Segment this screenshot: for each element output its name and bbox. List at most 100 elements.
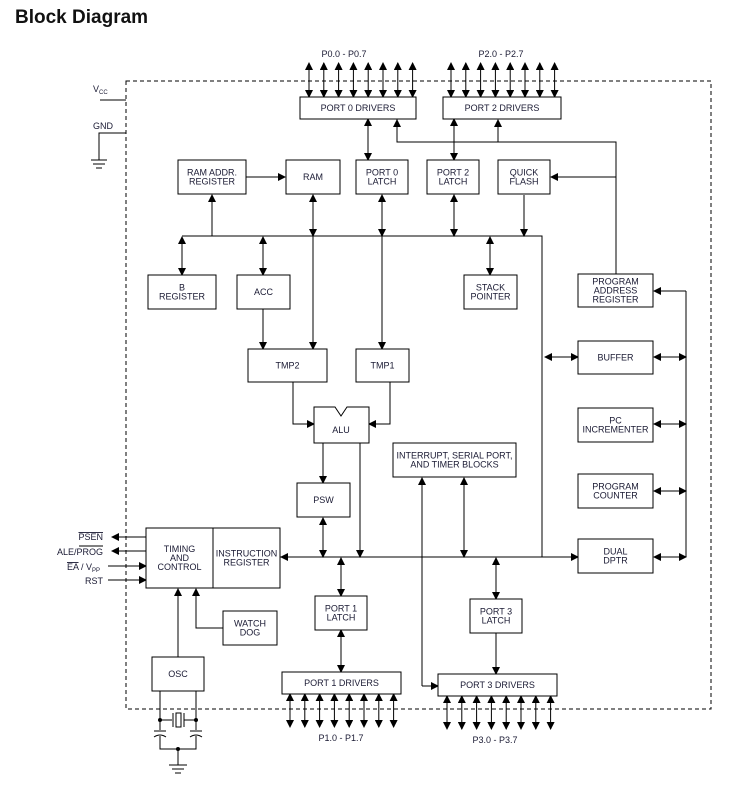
timing-control-label: AND [170, 553, 190, 563]
timing-control-box [145, 527, 214, 589]
interrupt-blocks-label: AND TIMER BLOCKS [410, 460, 498, 470]
port1-drivers-block: PORT 1 DRIVERS [281, 671, 402, 695]
tmp1-block: TMP1 [355, 348, 410, 383]
tmp2-alu [292, 382, 315, 428]
port2-latch-box [426, 159, 480, 195]
ram-addr-register-block: RAM ADDR.REGISTER [177, 159, 247, 195]
ram-addr-register-label: RAM ADDR. [187, 168, 237, 178]
p2-pins-label: P2.0 - P2.7 [478, 49, 523, 59]
buffer-box [577, 340, 654, 375]
p1-pins-label: P1.0 - P1.7 [318, 733, 363, 743]
osc-box [151, 656, 205, 692]
osc-block: OSC [151, 656, 205, 692]
b-register-box [147, 274, 217, 310]
tmp1-label: TMP1 [370, 361, 394, 371]
watch-dog-box [222, 610, 278, 646]
osc-label: OSC [168, 669, 188, 679]
ale-prog-pin-label: ALE/PROG [57, 547, 103, 557]
port0-drivers-label: PORT 0 DRIVERS [321, 103, 396, 113]
tmp2-block: TMP2 [247, 348, 328, 383]
port1-latch-box [314, 595, 368, 631]
port3-drivers-block: PORT 3 DRIVERS [437, 673, 558, 697]
dual-dptr-label: DPTR [603, 556, 628, 566]
watchdog-timing [192, 588, 223, 629]
port1-latch-label: LATCH [327, 613, 356, 623]
p0-pins-label: P0.0 - P0.7 [321, 49, 366, 59]
port0-drivers-block: PORT 0 DRIVERS [299, 96, 417, 120]
port2-latch-label: LATCH [439, 177, 468, 187]
port0-latch-label: LATCH [368, 177, 397, 187]
internal-bus [182, 235, 543, 557]
wires [91, 62, 687, 774]
watch-dog-label: WATCH [234, 619, 266, 629]
timing-control-label: CONTROL [157, 562, 201, 572]
psw-box [296, 482, 351, 518]
program-address-register-label: ADDRESS [594, 286, 638, 296]
capacitor-icon [153, 734, 167, 738]
ram-block: RAM [285, 159, 341, 195]
port3-drivers-box [437, 673, 558, 697]
port3-latch-label: PORT 3 [480, 607, 512, 617]
program-address-register-box [577, 273, 654, 308]
rst-pin-label: RST [85, 576, 104, 586]
stack-pointer-box [463, 274, 518, 310]
buffer-block: BUFFER [577, 340, 654, 375]
stack-pointer-label: POINTER [470, 292, 511, 302]
program-counter-label: PROGRAM [592, 482, 639, 492]
psw-label: PSW [313, 495, 334, 505]
psen-pin-label: PSEN [78, 532, 103, 542]
psw-block: PSW [296, 482, 351, 518]
acc-block: ACC [236, 274, 291, 310]
program-address-register-label: PROGRAM [592, 277, 639, 287]
port0-latch-box [355, 159, 409, 195]
quick-flash-label: QUICK [510, 168, 539, 178]
ram-box [285, 159, 341, 195]
ram-addr-register-label: REGISTER [189, 177, 236, 187]
instruction-register-label: INSTRUCTION [216, 549, 278, 559]
instruction-register-box [212, 527, 281, 589]
page-title: Block Diagram [15, 7, 149, 28]
ea-vpp-pin-label: EA / VPP [67, 562, 100, 574]
pc-incrementer-box [577, 407, 654, 443]
alu-label: ALU [332, 425, 350, 435]
port0-latch-label: PORT 0 [366, 168, 398, 178]
gnd-wire [98, 132, 126, 160]
p3-pins-label: P3.0 - P3.7 [472, 735, 517, 745]
pc-incrementer-label: INCREMENTER [582, 425, 649, 435]
dual-dptr-label: DUAL [603, 547, 627, 557]
ram-addr-register-box [177, 159, 247, 195]
port2-drivers-box [442, 96, 562, 120]
alu-block: ALU [313, 406, 370, 444]
watch-dog-label: DOG [240, 628, 261, 638]
tmp2-label: TMP2 [275, 361, 299, 371]
program-counter-box [577, 473, 654, 509]
tmp1-box [355, 348, 410, 383]
quick-flash-label: FLASH [509, 177, 538, 187]
port0-drivers-box [299, 96, 417, 120]
pc-addr-bus [396, 119, 617, 274]
crystal-icon [175, 712, 182, 728]
b-register-label: REGISTER [159, 292, 206, 302]
buffer-label: BUFFER [598, 353, 635, 363]
port1-latch-label: PORT 1 [325, 604, 357, 614]
port1-drivers-label: PORT 1 DRIVERS [304, 678, 379, 688]
capacitor-icon [189, 734, 203, 738]
program-counter-label: COUNTER [593, 491, 638, 501]
program-address-register-label: REGISTER [592, 295, 639, 305]
dual-dptr-box [577, 538, 654, 574]
timing-control-label: TIMING [164, 544, 196, 554]
port2-drivers-block: PORT 2 DRIVERS [442, 96, 562, 120]
chip-boundary [125, 80, 712, 710]
tmp2-box [247, 348, 328, 383]
port3-drivers-label: PORT 3 DRIVERS [460, 680, 535, 690]
